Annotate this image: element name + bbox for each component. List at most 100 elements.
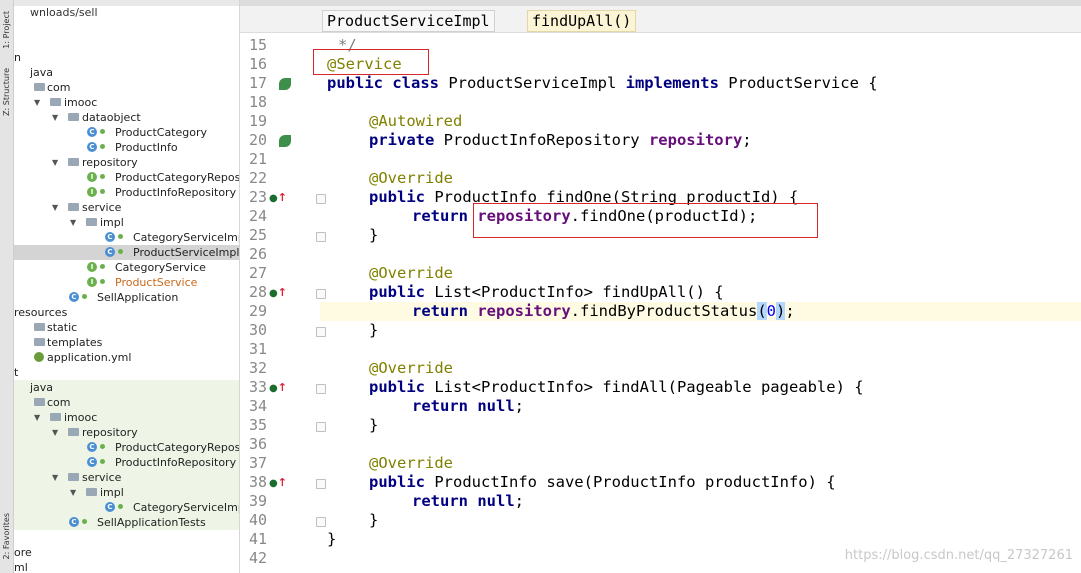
tree-row[interactable]: java — [14, 380, 239, 395]
chevron-down-icon[interactable]: ▼ — [34, 98, 41, 107]
tree-row[interactable]: com — [14, 80, 239, 95]
tree-row[interactable]: ▼repository — [52, 156, 138, 169]
line-number: 15 — [248, 36, 267, 54]
folder-icon — [86, 218, 97, 226]
test-class-icon: C — [69, 517, 79, 527]
tree-row[interactable]: t — [14, 366, 19, 379]
implements-method-icon[interactable]: ●↑ — [269, 381, 287, 395]
line-number: 25 — [248, 226, 267, 244]
code-line: public List<ProductInfo> findUpAll() { — [369, 283, 724, 301]
breadcrumb-method[interactable]: findUpAll() — [527, 10, 637, 32]
chevron-down-icon[interactable]: ▼ — [52, 473, 59, 482]
interface-icon: I — [87, 277, 97, 287]
line-number: 39 — [248, 492, 267, 510]
editor-gutter: 15 16 17 18 19 20 21 22 23 24 25 26 27 2… — [240, 33, 326, 573]
favorites-tool-tab[interactable]: 2: Favorites — [2, 512, 11, 560]
tree-row[interactable]: ▼imooc — [14, 410, 239, 425]
line-number: 18 — [248, 93, 267, 111]
chevron-down-icon[interactable]: ▼ — [34, 413, 41, 422]
line-number: 24 — [248, 207, 267, 225]
line-number: 40 — [248, 511, 267, 529]
folder-icon — [50, 98, 61, 106]
tree-row[interactable]: static — [14, 320, 239, 335]
tree-row[interactable]: ▼impl — [70, 216, 124, 229]
tree-row[interactable]: application.yml — [14, 350, 239, 365]
line-number: 37 — [248, 454, 267, 472]
access-icon — [100, 444, 105, 449]
fold-marker[interactable] — [316, 327, 326, 337]
code-editor[interactable]: */ @Service public class ProductServiceI… — [313, 33, 1081, 573]
fold-marker[interactable] — [316, 232, 326, 242]
tree-row[interactable]: ▼dataobject — [52, 111, 141, 124]
current-code-line: return repository.findByProductStatus(0)… — [320, 302, 1081, 321]
implements-method-icon[interactable]: ●↑ — [269, 191, 287, 205]
repository-call-highlight — [473, 203, 818, 238]
tree-row[interactable]: ore — [14, 546, 32, 559]
fold-marker[interactable] — [316, 384, 326, 394]
tree-row[interactable]: ▼repository — [14, 425, 239, 440]
service-annotation-highlight — [313, 49, 429, 75]
project-tool-tab[interactable]: 1: Project — [2, 11, 11, 49]
access-icon — [82, 294, 87, 299]
tree-row[interactable]: templates — [14, 335, 239, 350]
spring-bean-icon[interactable] — [279, 78, 291, 90]
code-line: @Override — [369, 264, 453, 282]
folder-icon — [68, 158, 79, 166]
test-class-icon: C — [87, 442, 97, 452]
tree-row[interactable]: ml — [14, 561, 28, 573]
tree-row[interactable]: resources — [14, 306, 68, 319]
chevron-down-icon[interactable]: ▼ — [52, 158, 59, 167]
breadcrumb-class[interactable]: ProductServiceImpl — [322, 10, 495, 32]
folder-icon — [86, 488, 97, 496]
chevron-down-icon[interactable]: ▼ — [70, 218, 77, 227]
folder-icon — [68, 113, 79, 121]
tree-row[interactable]: ▼service — [52, 201, 122, 214]
code-line: @Override — [369, 359, 453, 377]
access-icon — [100, 129, 105, 134]
tree-row[interactable]: ▼service — [14, 470, 239, 485]
line-number: 16 — [248, 55, 267, 73]
tree-row[interactable]: com — [14, 395, 239, 410]
tree-row[interactable]: ▼impl — [14, 485, 239, 500]
code-line: public ProductInfo findOne(String produc… — [369, 188, 799, 206]
project-tree: wnloads/sell n java com ▼imooc ▼dataobje… — [14, 0, 240, 573]
tree-row[interactable]: java — [30, 66, 54, 79]
chevron-down-icon[interactable]: ▼ — [52, 428, 59, 437]
spring-autowire-icon[interactable] — [279, 135, 291, 147]
access-icon — [100, 459, 105, 464]
code-line: } — [369, 226, 379, 244]
implements-method-icon[interactable]: ●↑ — [269, 286, 287, 300]
fold-marker[interactable] — [316, 517, 326, 527]
tree-row[interactable]: ▼imooc — [34, 96, 98, 109]
class-icon: C — [105, 247, 115, 257]
structure-tool-tab[interactable]: Z: Structure — [2, 68, 11, 116]
line-number: 31 — [248, 340, 267, 358]
code-line: return null; — [412, 492, 525, 510]
access-icon — [100, 264, 105, 269]
fold-marker[interactable] — [316, 422, 326, 432]
line-number: 20 — [248, 131, 267, 149]
fold-marker[interactable] — [316, 289, 326, 299]
tree-row[interactable]: n — [14, 51, 21, 64]
chevron-down-icon[interactable]: ▼ — [52, 113, 59, 122]
implements-method-icon[interactable]: ●↑ — [269, 476, 287, 490]
line-number: 36 — [248, 435, 267, 453]
chevron-down-icon[interactable]: ▼ — [70, 488, 77, 497]
fold-marker[interactable] — [316, 479, 326, 489]
chevron-down-icon[interactable]: ▼ — [52, 203, 59, 212]
code-line: public List<ProductInfo> findAll(Pageabl… — [369, 378, 864, 396]
fold-marker[interactable] — [316, 194, 326, 204]
